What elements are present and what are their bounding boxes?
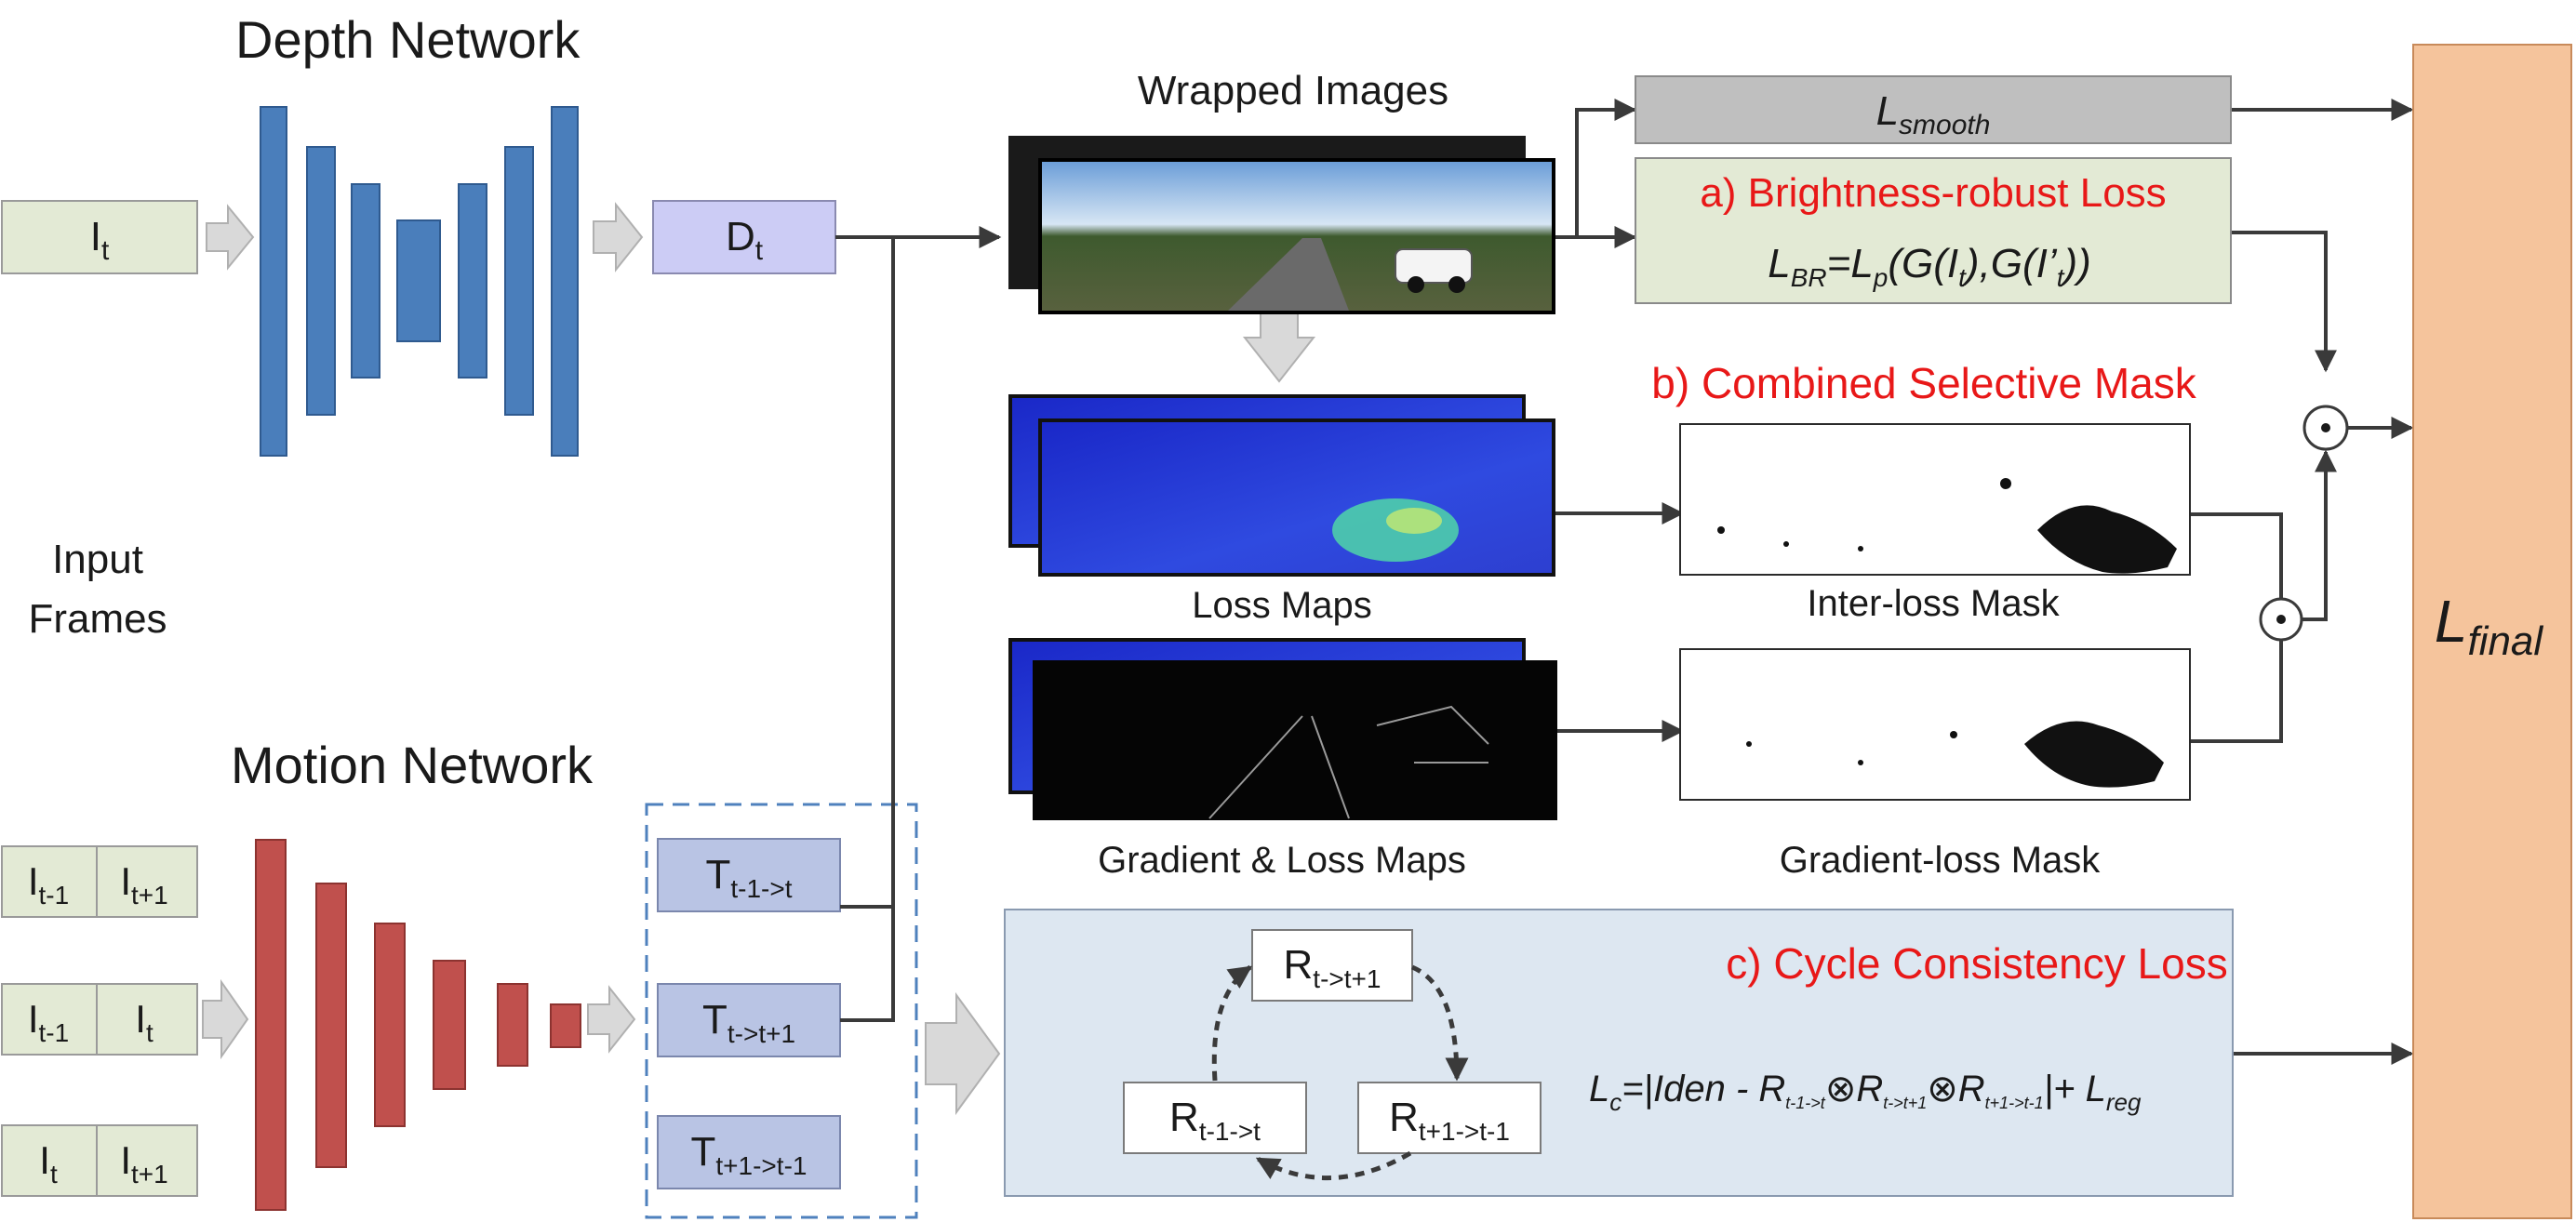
svg-text:It+1: It+1 (120, 1138, 167, 1189)
depth-output-dt: Dt (652, 200, 836, 274)
brightness-robust-loss-box: a) Brightness-robust Loss LBR=Lp(G(It),G… (1635, 157, 2232, 304)
line-grad-mask-to-odot (2190, 640, 2283, 743)
smooth-loss-box: Lsmooth (1635, 75, 2232, 144)
svg-text:It: It (135, 997, 153, 1047)
svg-text:Lsmooth: Lsmooth (1876, 88, 1991, 140)
motion-input-row-2: It-1 It (1, 983, 198, 1056)
gradient-loss-mask-label: Gradient-loss Mask (1780, 840, 2102, 881)
input-frames-label-2: Frames (28, 596, 167, 642)
svg-text:Tt->t+1: Tt->t+1 (702, 997, 795, 1048)
svg-text:It-1: It-1 (28, 997, 69, 1047)
svg-text:It: It (39, 1138, 58, 1189)
car-shape (1395, 248, 1473, 284)
svg-text:Lfinal: Lfinal (2435, 588, 2544, 664)
combined-mask-title: b) Combined Selective Mask (1651, 359, 2196, 407)
block-arrow-motion-out (587, 985, 636, 1054)
cycle-arrows (1211, 964, 1469, 1180)
motion-output-t-tplus1: Tt->t+1 (657, 983, 841, 1057)
motion-layer (315, 883, 347, 1168)
block-arrows (202, 202, 1316, 1116)
line-inter-mask-to-odot (2188, 512, 2283, 600)
loss-heatmap (1042, 422, 1552, 573)
block-arrow-depth-out (593, 202, 644, 272)
cycle-node-t-tplus1: Rt->t+1 (1251, 929, 1413, 1002)
input-frame-it: It (1, 200, 198, 274)
gradient-loss-maps (1008, 638, 1557, 820)
cycle-consistency-title: c) Cycle Consistency Loss (1726, 939, 2227, 988)
depth-layer (551, 106, 579, 457)
input-frames-label-1: Input (52, 537, 143, 582)
motion-network-title: Motion Network (231, 736, 594, 794)
cycle-consistency-formula: Lc=|Iden - Rt-1->t⊗Rt->t+1⊗Rt+1->t-1|+ L… (1589, 1069, 2142, 1116)
svg-text:It-1: It-1 (28, 859, 69, 910)
block-arrow-into-motion (202, 978, 249, 1060)
brightness-robust-formula: LBR=Lp(G(It),G(I’t)) (1768, 241, 2091, 292)
depth-layer (396, 219, 441, 342)
block-arrow-into-depth (206, 204, 255, 271)
depth-network (260, 106, 579, 457)
line-t1-join (840, 237, 895, 909)
svg-text:It+1: It+1 (120, 859, 167, 910)
motion-output-group (645, 803, 918, 1219)
block-arrow-down-to-loss (1242, 310, 1316, 383)
gradient-loss-maps-label: Gradient & Loss Maps (1098, 840, 1466, 881)
motion-network (255, 839, 581, 1211)
loss-maps-label: Loss Maps (1192, 585, 1371, 626)
motion-layer (497, 983, 528, 1067)
svg-text:It: It (90, 214, 110, 266)
motion-output-tplus1-t-minus1: Tt+1->t-1 (657, 1115, 841, 1189)
depth-layer (306, 146, 336, 416)
svg-text:Rt+1->t-1: Rt+1->t-1 (1389, 1095, 1510, 1146)
inter-loss-mask (1679, 423, 2191, 576)
svg-text:Tt+1->t-1: Tt+1->t-1 (691, 1129, 808, 1180)
inter-loss-mask-label: Inter-loss Mask (1807, 583, 2060, 624)
motion-output-t-minus1-t: Tt-1->t (657, 838, 841, 912)
odot-operator-top (2302, 405, 2349, 451)
svg-text:Rt-1->t: Rt-1->t (1169, 1095, 1261, 1146)
connectors (835, 99, 2414, 1065)
gradient-loss-mask (1679, 648, 2191, 801)
svg-text:Tt-1->t: Tt-1->t (705, 852, 792, 903)
arrow-odot2-to-odot1 (2302, 449, 2337, 621)
edge-map (1033, 660, 1557, 820)
motion-layer (374, 923, 406, 1127)
motion-layer (433, 960, 466, 1090)
cycle-node-tplus1-t-minus1: Rt+1->t-1 (1357, 1082, 1542, 1154)
brightness-robust-title: a) Brightness-robust Loss (1700, 170, 2166, 216)
motion-layer (550, 1003, 581, 1048)
depth-network-title: Depth Network (235, 10, 581, 69)
final-loss-box: Lfinal (2412, 44, 2572, 1219)
motion-input-row-1: It-1 It+1 (1, 845, 198, 918)
arrow-to-smooth (1554, 99, 1637, 239)
line-t2-join (840, 907, 895, 1022)
motion-input-row-3: It It+1 (1, 1124, 198, 1197)
wrapped-images (1008, 136, 1555, 314)
cycle-node-t-minus1-t: Rt-1->t (1123, 1082, 1307, 1154)
loss-maps (1008, 394, 1555, 577)
svg-text:Rt->t+1: Rt->t+1 (1284, 942, 1381, 993)
odot-operator-bottom (2259, 597, 2303, 642)
depth-layer (351, 183, 380, 379)
arrow-br-to-odot (2231, 231, 2337, 373)
wrapped-images-label: Wrapped Images (1138, 68, 1448, 113)
depth-layer (260, 106, 287, 457)
block-arrow-to-cycle (925, 991, 1001, 1116)
motion-layer (255, 839, 287, 1211)
svg-text:Dt: Dt (726, 214, 764, 266)
depth-layer (458, 183, 487, 379)
depth-layer (504, 146, 534, 416)
